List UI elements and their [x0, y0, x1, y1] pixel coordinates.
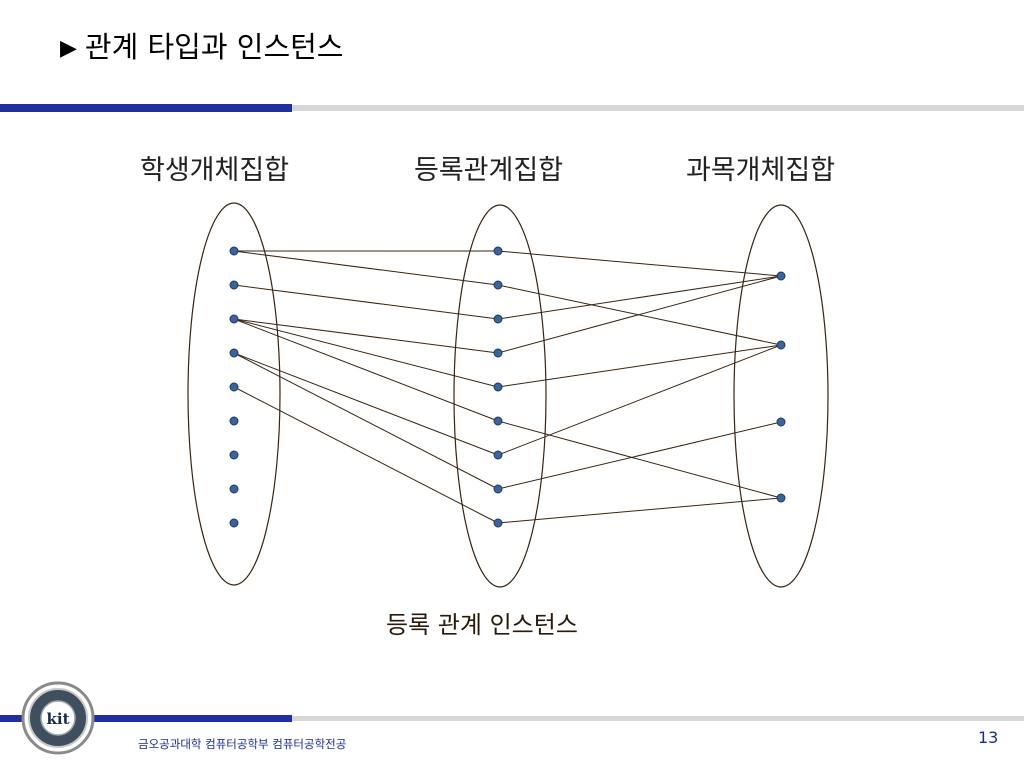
link-student-1-registration-2 [233, 284, 499, 320]
registration-node-7 [493, 484, 503, 494]
student-node-8 [229, 518, 239, 528]
header-divider-blue [0, 104, 292, 112]
course-node-1 [776, 340, 786, 350]
link-student-0-registration-1 [233, 250, 499, 286]
registration-node-6 [493, 450, 503, 460]
registration-node-8 [493, 518, 503, 528]
link-registration-5-course-3 [497, 420, 782, 499]
link-student-3-registration-6 [233, 352, 499, 456]
student-node-2 [229, 314, 239, 324]
link-registration-2-course-0 [497, 275, 782, 320]
link-registration-6-course-1 [497, 344, 782, 456]
link-student-2-registration-4 [233, 318, 499, 388]
slide-title-text: 관계 타입과 인스턴스 [84, 30, 344, 64]
page-number: 13 [978, 728, 999, 747]
header-divider-gray [290, 105, 1024, 111]
student-node-7 [229, 484, 239, 494]
link-registration-8-course-3 [497, 497, 782, 524]
student-node-6 [229, 450, 239, 460]
footer-divider-blue [0, 715, 292, 722]
course-node-0 [776, 271, 786, 281]
set-label-student: 학생개체집합 [140, 155, 290, 186]
diagram-caption: 등록 관계 인스턴스 [386, 611, 578, 639]
link-student-2-registration-3 [233, 318, 499, 354]
student-node-4 [229, 382, 239, 392]
link-registration-7-course-2 [497, 421, 782, 490]
ellipse-student-set [187, 202, 281, 586]
registration-node-1 [493, 280, 503, 290]
footer-text: 금오공과대학 컴퓨터공학부 컴퓨터공학전공 [138, 737, 347, 751]
registration-node-2 [493, 314, 503, 324]
link-registration-0-course-0 [497, 250, 782, 277]
logo-text: kit [46, 710, 69, 728]
registration-node-3 [493, 348, 503, 358]
registration-node-5 [493, 416, 503, 426]
link-student-4-registration-8 [233, 386, 499, 524]
ellipse-registration-set [453, 204, 547, 588]
ellipse-course-set [733, 204, 829, 588]
set-label-course: 과목개체집합 [686, 155, 836, 186]
registration-node-0 [493, 246, 503, 256]
course-node-2 [776, 417, 786, 427]
student-node-5 [229, 416, 239, 426]
link-student-3-registration-7 [233, 352, 499, 490]
student-node-0 [229, 246, 239, 256]
entity-nodes [229, 246, 786, 528]
triangle-bullet-icon: ▶ [60, 36, 77, 61]
course-node-3 [776, 493, 786, 503]
footer-divider-gray [290, 716, 1024, 721]
registration-node-4 [493, 382, 503, 392]
link-registration-4-course-1 [497, 344, 782, 388]
set-label-registration: 등록관계집합 [414, 155, 564, 186]
student-node-3 [229, 348, 239, 358]
link-student-2-registration-5 [233, 318, 499, 422]
university-logo: kit [21, 681, 95, 755]
link-registration-3-course-0 [497, 275, 782, 354]
slide-title: ▶ 관계 타입과 인스턴스 [60, 24, 343, 66]
student-node-1 [229, 280, 239, 290]
relationship-links [233, 250, 782, 524]
